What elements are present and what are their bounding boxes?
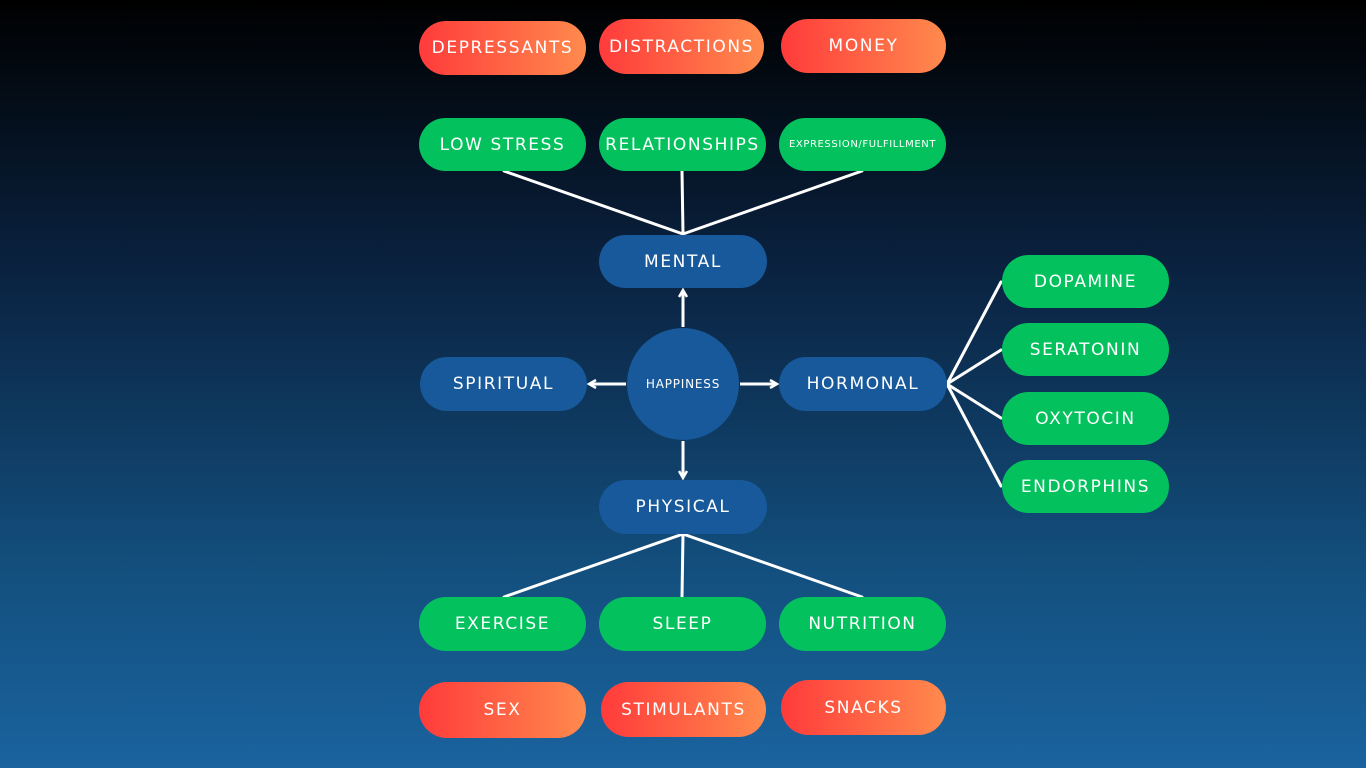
hormone-endorphins: ENDORPHINS <box>1002 460 1169 513</box>
negative-stimulants: STIMULANTS <box>601 682 766 737</box>
negative-sex: SEX <box>419 682 586 738</box>
factor-low-stress: LOW STRESS <box>419 118 586 171</box>
hormone-seratonin: SERATONIN <box>1002 323 1169 376</box>
factor-sleep: SLEEP <box>599 597 766 651</box>
center-happiness: HAPPINESS <box>627 328 739 440</box>
hormone-oxytocin: OXYTOCIN <box>1002 392 1169 445</box>
line-hormonal-endorphins <box>945 382 1003 488</box>
line-physical-sleep <box>680 532 685 599</box>
line-hormonal-oxytocin <box>945 382 1003 420</box>
negative-depressants: DEPRESSANTS <box>419 21 586 75</box>
factor-exercise: EXERCISE <box>419 597 586 651</box>
category-physical: PHYSICAL <box>599 480 767 534</box>
line-hormonal-dopamine <box>945 280 1003 386</box>
negative-snacks: SNACKS <box>781 680 946 735</box>
line-hormonal-seratonin <box>945 348 1003 386</box>
hormone-dopamine: DOPAMINE <box>1002 255 1169 308</box>
factor-relationships: RELATIONSHIPS <box>599 118 766 171</box>
line-physical-exercise <box>502 532 685 599</box>
category-hormonal: HORMONAL <box>779 357 947 411</box>
category-spiritual: SPIRITUAL <box>420 357 587 411</box>
line-mental-relationships <box>680 169 685 236</box>
factor-nutrition: NUTRITION <box>779 597 946 651</box>
category-mental: MENTAL <box>599 235 767 288</box>
negative-distractions: DISTRACTIONS <box>599 19 764 74</box>
line-mental-low-stress <box>502 169 685 236</box>
line-mental-expression <box>681 169 864 236</box>
negative-money: MONEY <box>781 19 946 73</box>
factor-expression-fulfillment: EXPRESSION/FULFILLMENT <box>779 118 946 171</box>
line-physical-nutrition <box>681 532 864 599</box>
